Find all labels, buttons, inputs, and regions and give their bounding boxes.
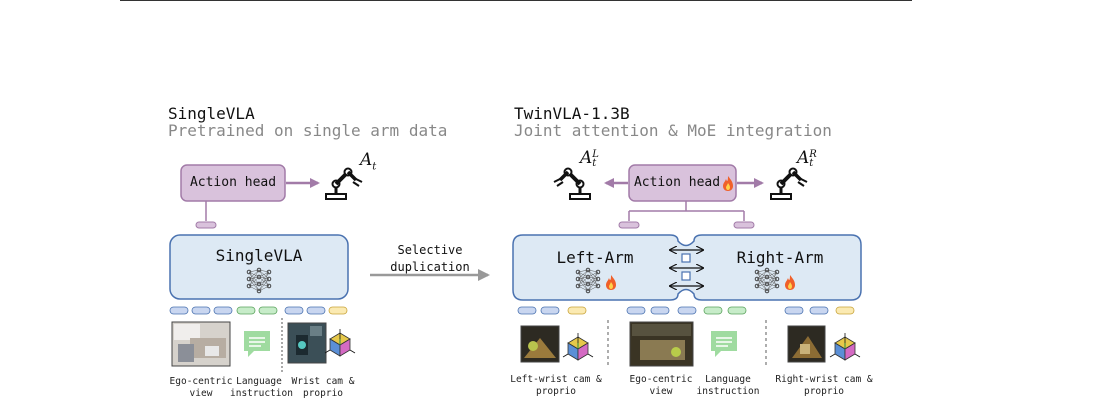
head-token-right [733, 221, 755, 229]
input-label-ego-right: Ego-centric view [629, 374, 693, 397]
action-subscript: t [809, 157, 814, 169]
input-label-right-wrist: Right-wrist cam & proprio [775, 374, 873, 397]
axis-cube-icon [324, 328, 356, 357]
action-symbol-left: At [360, 150, 376, 172]
input-label-wrist-left: Wrist cam & proprio [291, 376, 355, 399]
input-label-left-wrist: Left-wrist cam & proprio [510, 374, 602, 397]
head-token-left [618, 221, 640, 229]
input-label-language-right: Language instruction [696, 374, 760, 397]
twinvla-title: TwinVLA-1.3B [514, 104, 630, 123]
twinvla-subtitle: Joint attention & MoE integration [514, 121, 832, 140]
robot-arm-icon [552, 166, 592, 201]
robot-arm-icon [324, 166, 364, 201]
joint-attention-arrows [670, 250, 703, 286]
action-subscript: t [592, 157, 597, 169]
selective-duplication-label: Selective duplication [390, 243, 470, 274]
robot-arm-icon [769, 166, 809, 201]
singlevla-module [169, 234, 349, 300]
action-symbol: A [360, 150, 373, 170]
right-wrist-cam-photo [787, 325, 826, 363]
token-row-right [517, 306, 855, 315]
axis-cube-icon [829, 332, 861, 361]
singlevla-title: SingleVLA [168, 104, 255, 123]
right-arm-label: Right-Arm [736, 248, 824, 267]
left-arm-label: Left-Arm [556, 248, 634, 267]
axis-cube-icon [562, 332, 594, 361]
action-head-box-right [628, 164, 737, 202]
action-superscript-L: L [592, 148, 599, 160]
input-label-language-left: Language instruction [230, 376, 293, 399]
singlevla-subtitle: Pretrained on single arm data [168, 121, 448, 140]
singlevla-module-label: SingleVLA [215, 246, 303, 265]
action-symbol: A [797, 148, 810, 168]
action-head-label-left: Action head [189, 175, 277, 190]
chat-bubble-icon [243, 330, 271, 358]
action-head-box-left [180, 164, 286, 202]
head-token [195, 221, 217, 229]
action-superscript-R: R [809, 148, 817, 160]
token-row-left [169, 306, 348, 315]
ego-centric-photo-left [171, 321, 231, 367]
chat-bubble-icon [710, 330, 738, 358]
action-symbol: A [580, 148, 593, 168]
ego-centric-photo-right [629, 321, 694, 367]
top-rule [120, 0, 912, 1]
action-subscript: t [372, 161, 377, 173]
input-label-ego-left: Ego-centric view [169, 376, 233, 399]
left-wrist-cam-photo [520, 325, 560, 363]
wrist-cam-photo-left [287, 322, 327, 364]
head-connector-bracket [628, 201, 745, 221]
action-head-label-right: Action head [633, 175, 721, 190]
